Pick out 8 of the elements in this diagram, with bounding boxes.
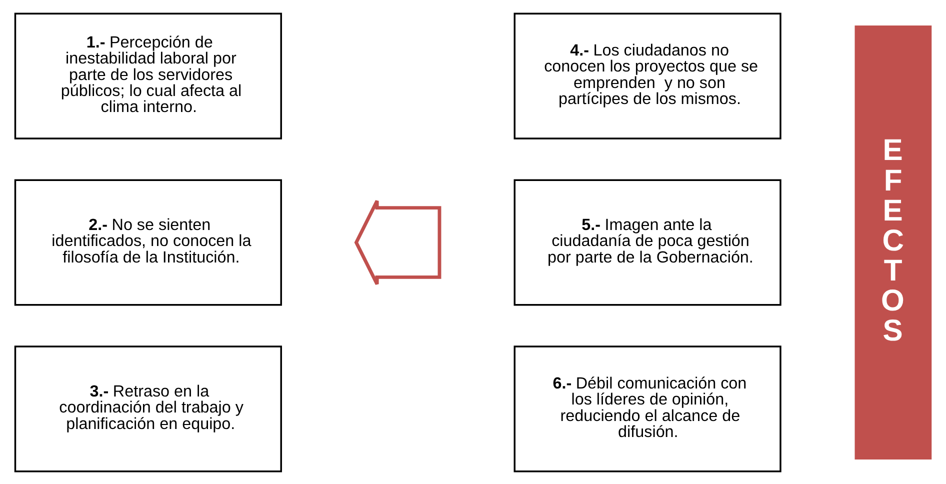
node-box: 6.- Débil comunicación con los líderes de opinión, reduciendo el alcance de difusión. (514, 345, 782, 472)
node-arrow (354, 198, 442, 286)
node-box: 4.- Los ciudadanos no conocen los proyectos que se emprenden y no son partícipes de los mismos. (514, 12, 782, 139)
node-box: 3.- Retraso en la coordinación del trabajo y planificación en equipo. (14, 345, 282, 472)
node-box: 5.- Imagen ante la ciudadanía de poca gestión por parte de la Gobernación. (514, 178, 782, 306)
node-box: 1.- Percepción de inestabilidad laboral por parte de los servidores públicos; lo cual afecta al clima interno. (14, 12, 282, 139)
node-box: 2.- No se sienten identificados, no conocen la filosofía de la Institución. (14, 178, 282, 306)
node-box: EFECTOS (854, 24, 932, 460)
